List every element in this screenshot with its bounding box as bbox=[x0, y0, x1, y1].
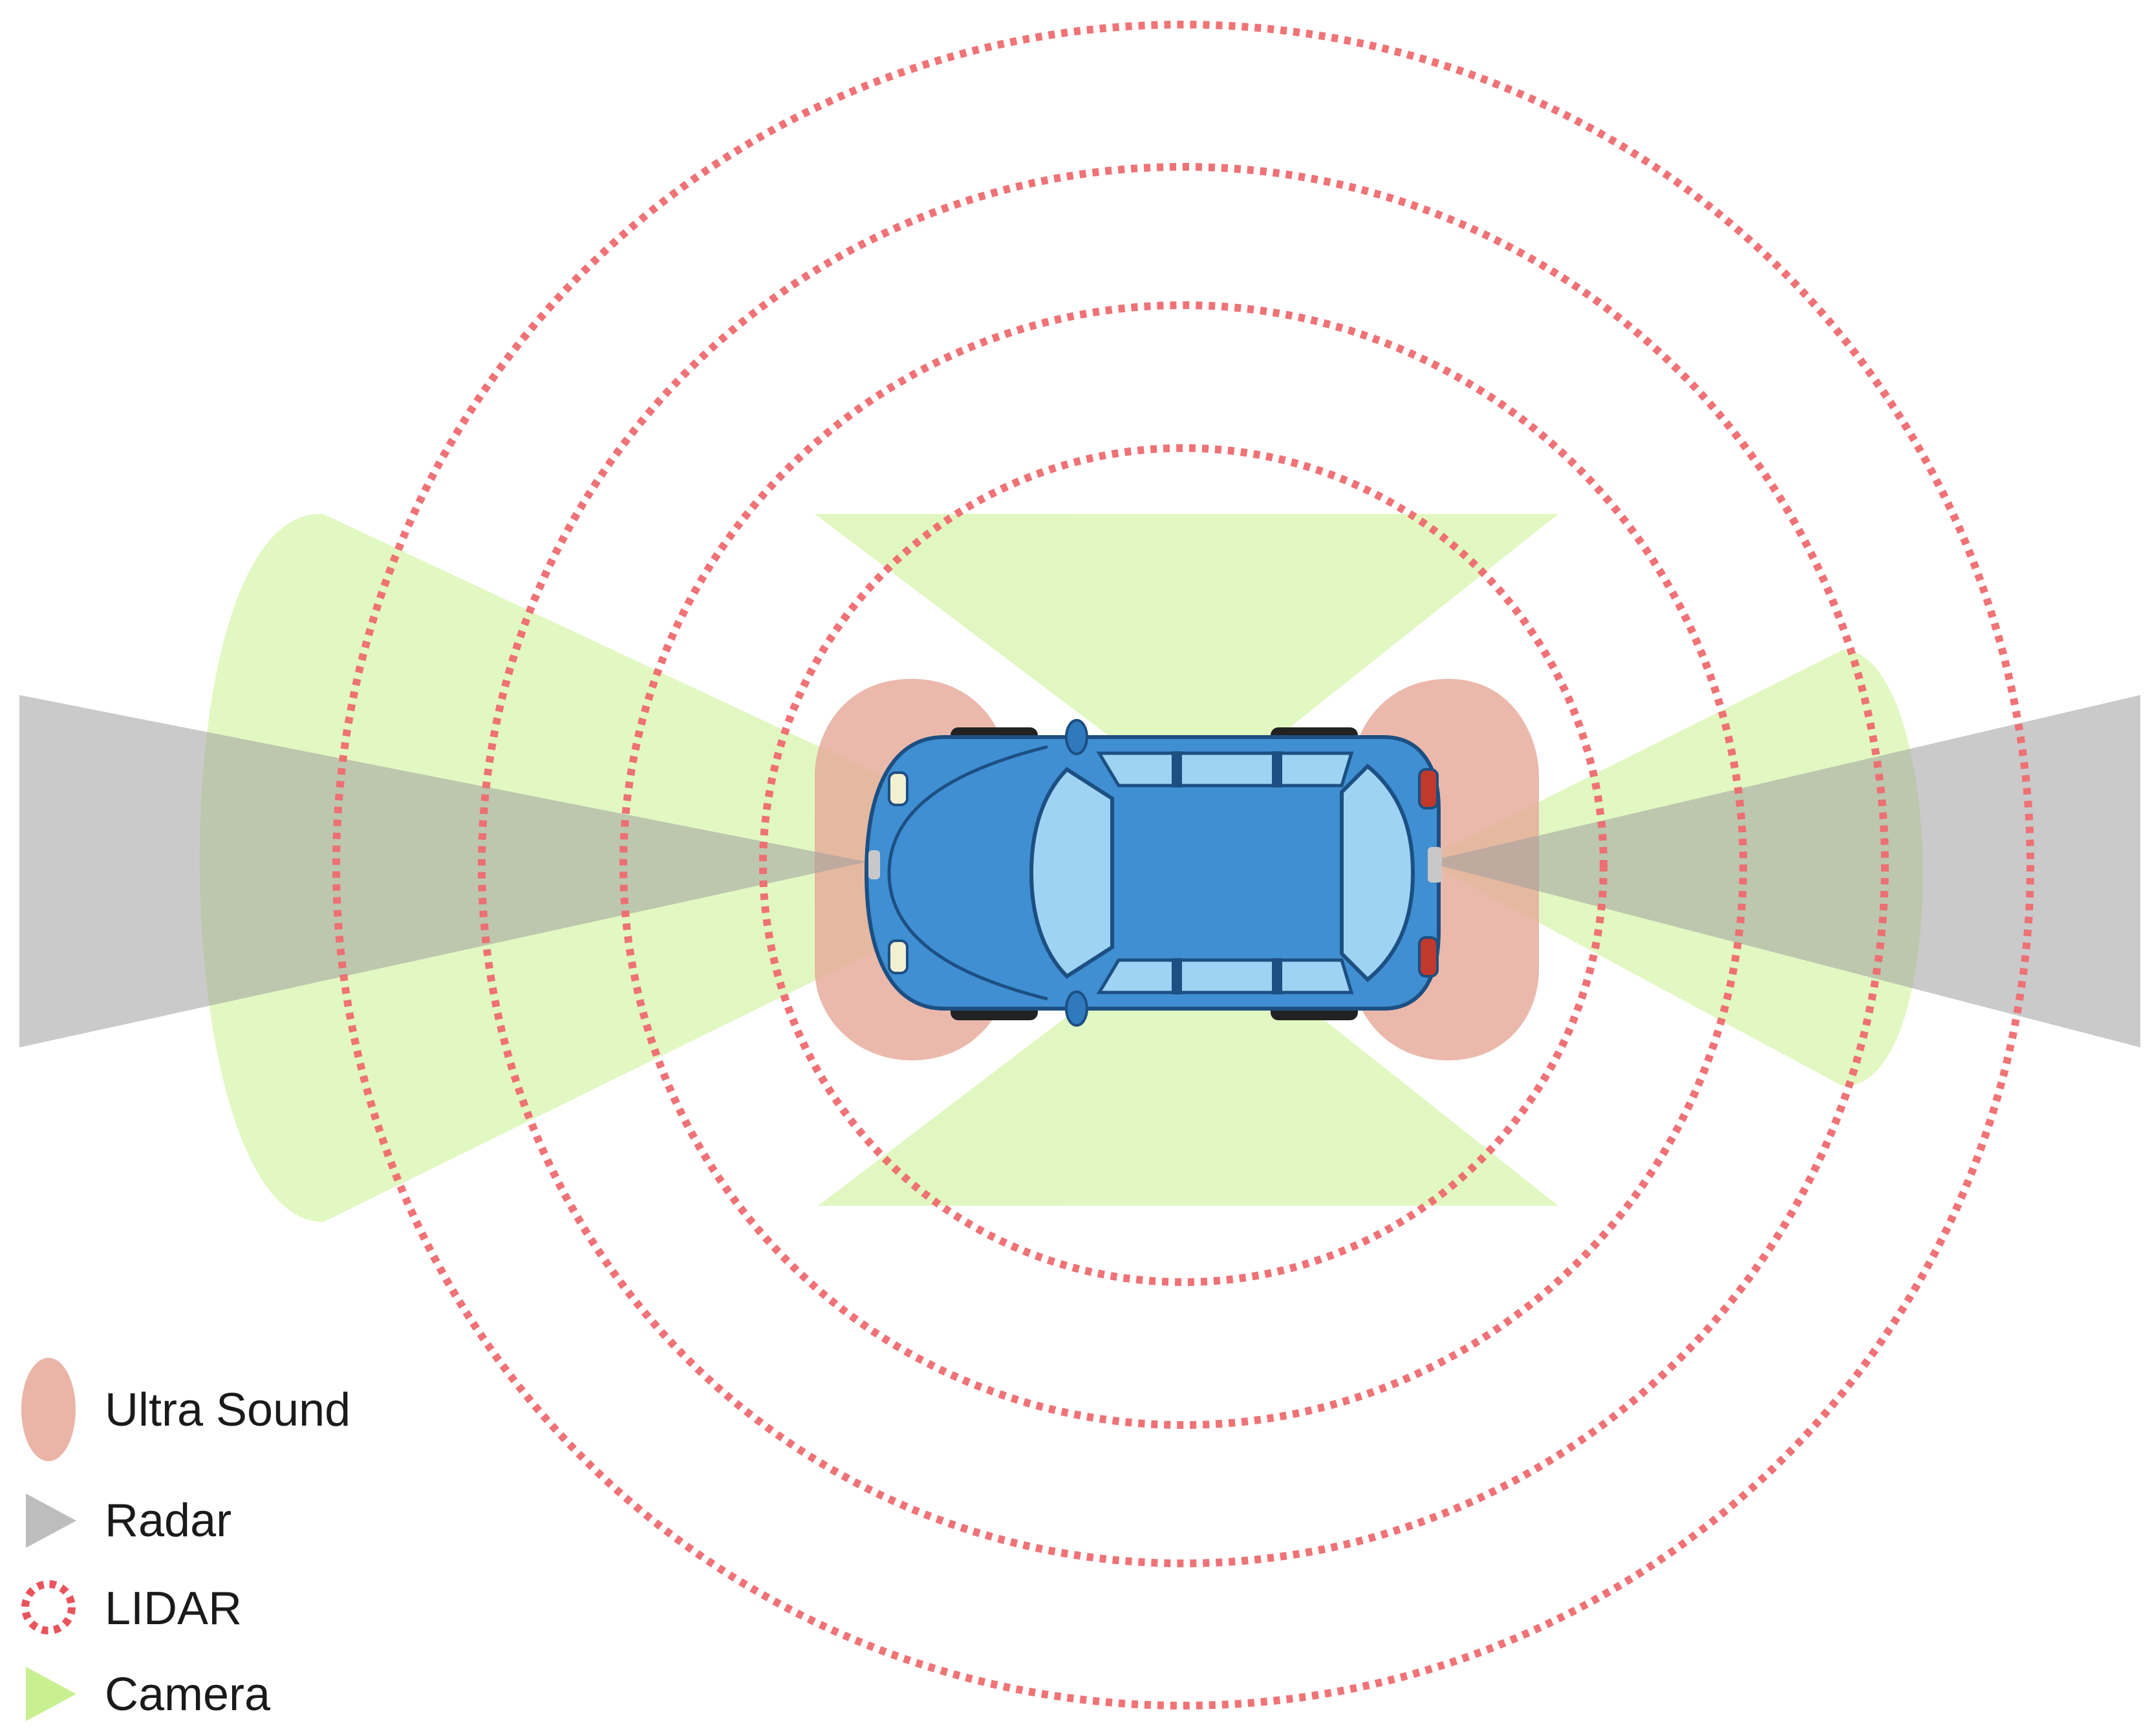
side-window-bottom bbox=[1096, 958, 1354, 994]
headlight-bottom bbox=[888, 939, 908, 974]
hood-line bbox=[887, 745, 1048, 1001]
lidar-ring-2 bbox=[619, 301, 1747, 1429]
legend-item-lidar: LIDAR bbox=[21, 1580, 242, 1634]
mirror-bottom bbox=[1065, 991, 1088, 1027]
legend-label-radar: Radar bbox=[105, 1495, 231, 1547]
lidar-ring-3 bbox=[478, 163, 1889, 1567]
rear-window bbox=[1340, 763, 1415, 983]
taillight-bottom bbox=[1418, 936, 1439, 978]
lidar-ring-4 bbox=[332, 21, 2034, 1709]
legend-label-lidar: LIDAR bbox=[105, 1583, 242, 1634]
radar-coverage bbox=[19, 695, 2140, 1047]
mirror-top bbox=[1065, 719, 1088, 755]
headlight-top bbox=[888, 771, 908, 806]
radar-beam-right bbox=[1426, 695, 2140, 1047]
triangle-icon bbox=[26, 1494, 76, 1548]
ellipse-icon bbox=[21, 1358, 76, 1461]
side-window-top bbox=[1096, 751, 1354, 788]
lidar-rings bbox=[332, 21, 2034, 1709]
windshield bbox=[1029, 767, 1114, 979]
camera-beam-top bbox=[815, 514, 1558, 802]
car-top-view bbox=[864, 719, 1442, 1027]
legend-item-camera: Camera bbox=[26, 1667, 271, 1721]
camera-beam-bottom bbox=[818, 918, 1558, 1206]
lidar-ring-1 bbox=[759, 444, 1607, 1286]
legend-label-camera: Camera bbox=[105, 1669, 271, 1720]
front-sensor bbox=[868, 850, 880, 879]
legend: Ultra Sound Radar LIDAR Camera bbox=[21, 1358, 350, 1721]
triangle-icon bbox=[26, 1667, 76, 1721]
legend-label-ultrasound: Ultra Sound bbox=[105, 1384, 350, 1436]
dotted-circle-icon bbox=[21, 1580, 76, 1634]
rear-sensor bbox=[1428, 847, 1442, 883]
legend-item-ultrasound: Ultra Sound bbox=[21, 1358, 350, 1461]
legend-item-radar: Radar bbox=[26, 1494, 231, 1548]
taillight-top bbox=[1418, 768, 1439, 809]
radar-beam-left bbox=[19, 695, 866, 1047]
